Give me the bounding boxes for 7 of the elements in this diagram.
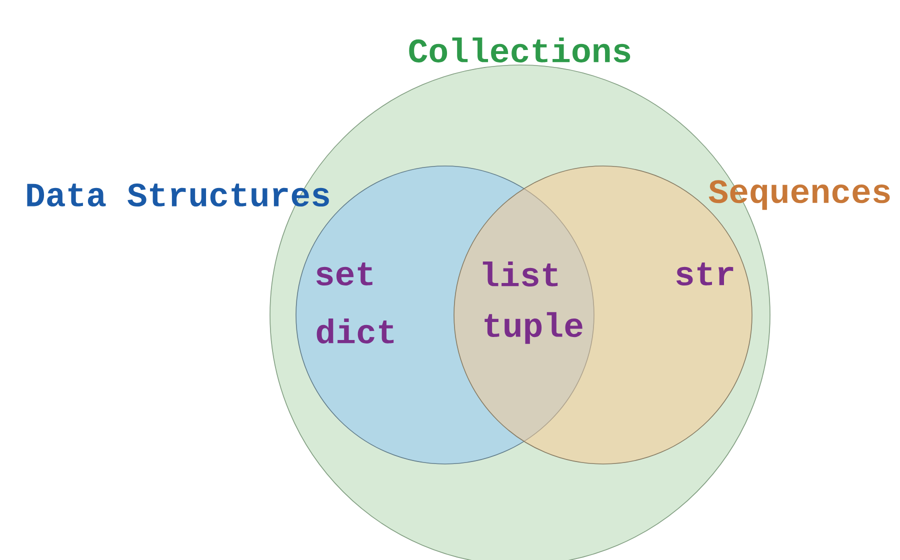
set-item: dict bbox=[316, 318, 394, 344]
set-item: list bbox=[482, 262, 558, 286]
set-item: str bbox=[676, 262, 734, 286]
set-item: tuple bbox=[484, 312, 582, 344]
set-item: set bbox=[316, 262, 372, 286]
circle-title: Data Structures bbox=[27, 183, 329, 207]
circle-title: Collections bbox=[409, 38, 630, 62]
